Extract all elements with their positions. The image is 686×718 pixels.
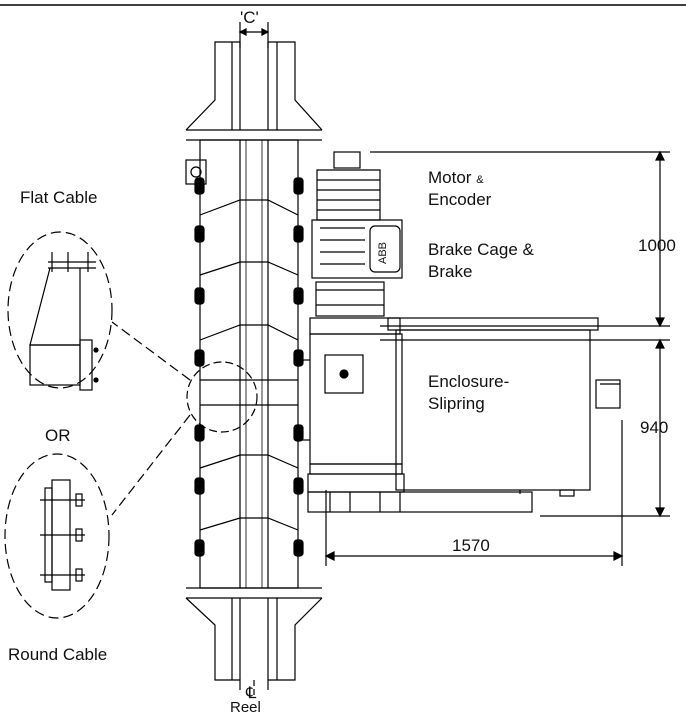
height-lower-value: 940 — [640, 418, 669, 437]
width-dimension — [324, 420, 624, 566]
reel-upper-flange — [185, 41, 323, 141]
detail-circle — [186, 361, 258, 433]
enclosure-slipring — [387, 317, 621, 497]
motor-logo: ABB — [377, 241, 390, 265]
flat-cable-label: Flat Cable — [20, 188, 98, 207]
reel-lower-flange — [185, 587, 323, 696]
reel-drum — [185, 139, 299, 589]
height-lower-dimension — [380, 338, 670, 518]
motor-label-text: Motor — [428, 168, 472, 187]
c-dimension — [238, 22, 270, 48]
reel-cable-bumps — [194, 177, 304, 557]
encoder-label: Encoder — [428, 190, 492, 209]
motor-label: Motor & — [428, 168, 484, 190]
c-dimension-label: 'C' — [240, 8, 259, 27]
reel-label: Reel — [230, 699, 261, 716]
enclosure-label: Enclosure- — [428, 372, 510, 391]
width-value: 1570 — [452, 536, 490, 555]
round-cable-label: Round Cable — [8, 645, 108, 664]
motor-amp-label: & — [476, 174, 484, 186]
brake-label: Brake — [428, 262, 473, 281]
height-upper-value: 1000 — [638, 236, 676, 255]
gearbox — [302, 317, 403, 475]
height-upper-dimension — [370, 150, 670, 328]
base-frame — [307, 473, 533, 513]
or-label: OR — [45, 426, 71, 445]
motor-assembly — [311, 151, 403, 317]
flat-cable-detail — [7, 231, 113, 391]
slipring-label: Slipring — [428, 394, 485, 413]
brake-cage-label: Brake Cage & — [428, 240, 534, 259]
round-cable-detail — [4, 453, 110, 619]
centerline-symbol: ℄ — [246, 685, 257, 702]
